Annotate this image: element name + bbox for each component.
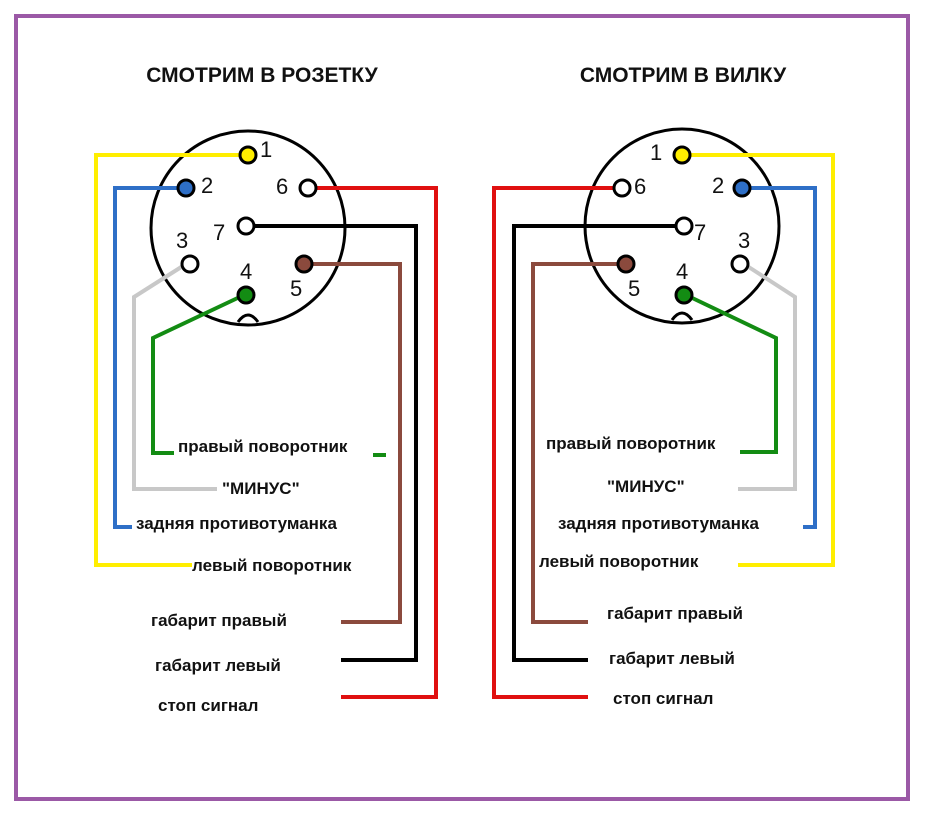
label-right-turn: правый поворотник [178,437,348,456]
pin-4 [674,285,694,305]
pin-3 [730,254,750,274]
pin-5 [294,254,314,274]
wire-gray [132,262,217,491]
pin-2-number: 2 [712,173,724,198]
pin-7 [674,216,694,236]
diagram-frame [14,14,910,801]
wire-blue [746,186,817,529]
pin-3-number: 3 [738,228,750,253]
pin-4-number: 4 [676,259,688,284]
label-left-turn: левый поворотник [192,556,352,575]
socket-title: СМОТРИМ В РОЗЕТКУ [146,64,378,87]
pin-6-number: 6 [634,174,646,199]
wire-green [151,293,245,455]
wire-yellow [690,153,835,567]
plug-key-notch [670,311,694,321]
pin-2 [732,178,752,198]
label-marker-left: габарит левый [155,656,281,675]
wire-yellow [94,153,240,567]
label-marker-right: габарит правый [607,604,743,623]
label-rear-fog: задняя противотуманка [136,514,337,533]
wire-red [306,186,438,699]
wire-brown [531,262,624,624]
pin-2-number: 2 [201,173,213,198]
wire-red [492,186,624,699]
pin-6 [298,178,318,198]
pin-7-number: 7 [213,220,225,245]
wire-black [246,224,418,662]
label-stop: стоп сигнал [158,696,258,715]
pin-5-number: 5 [290,276,302,301]
pin-6 [612,178,632,198]
pin-3 [180,254,200,274]
pin-3-number: 3 [176,228,188,253]
pin-1 [238,145,258,165]
wire-green [685,293,778,454]
plug-diagram: СМОТРИМ В ВИЛКУ 1 2 3 4 5 6 7 правый пов… [492,64,835,708]
label-right-turn: правый поворотник [546,434,716,453]
pin-1 [672,145,692,165]
pin-4 [236,285,256,305]
socket-key-notch [236,313,260,323]
pin-7-number: 7 [694,220,706,245]
label-left-turn: левый поворотник [539,552,699,571]
pin-1-number: 1 [260,137,272,162]
pin-5 [616,254,636,274]
label-marker-right: габарит правый [151,611,287,630]
pin-1-number: 1 [650,140,662,165]
pin-6-number: 6 [276,174,288,199]
pin-5-number: 5 [628,276,640,301]
label-stop: стоп сигнал [613,689,713,708]
socket-diagram: СМОТРИМ В РОЗЕТКУ 1 2 3 4 5 6 7 правый п… [94,64,438,715]
plug-title: СМОТРИМ В ВИЛКУ [580,64,787,87]
label-rear-fog: задняя противотуманка [558,514,759,533]
wire-blue [113,186,182,529]
wire-gray [738,262,797,491]
wire-black [512,224,684,662]
label-marker-left: габарит левый [609,649,735,668]
pin-4-number: 4 [240,259,252,284]
pin-7 [236,216,256,236]
label-minus: "МИНУС" [222,479,300,498]
pin-2 [176,178,196,198]
label-minus: "МИНУС" [607,477,685,496]
wire-brown [306,262,402,624]
